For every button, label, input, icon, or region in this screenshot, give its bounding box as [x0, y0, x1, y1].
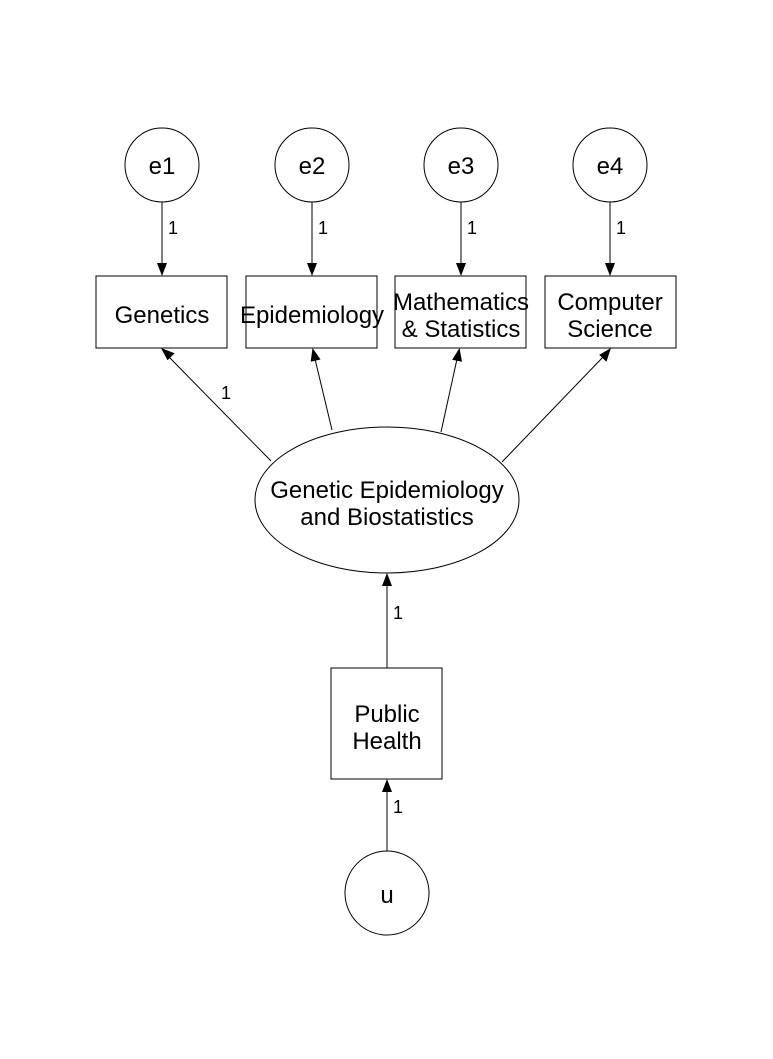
cause-label-line2: Health	[352, 728, 421, 755]
cause-node-public-health: Public Health	[330, 667, 443, 780]
indicator-label-computer-science-line1: Computer	[557, 289, 662, 316]
error-node-u: u	[344, 850, 430, 936]
arrowhead-e2-epidemiology	[307, 263, 317, 276]
error-label-u: u	[380, 882, 393, 909]
indicator-label-math-stats-line2: & Statistics	[402, 316, 521, 343]
error-label-e4: e4	[597, 153, 624, 180]
cause-label-line1: Public	[354, 701, 419, 728]
error-label-e1: e1	[149, 153, 176, 180]
weight-labels: 1 1 1 1 1 1 1	[168, 218, 626, 817]
error-node-e3: e3	[423, 127, 499, 203]
edge-latent-computer-science	[501, 355, 605, 463]
arrowhead-e3-math-stats	[456, 263, 466, 276]
error-nodes: e1 e2 e3 e4 u	[124, 127, 648, 936]
error-label-e3: e3	[448, 153, 475, 180]
error-node-e1: e1	[124, 127, 200, 203]
weight-label-u-public-health: 1	[393, 797, 403, 817]
indicator-label-genetics: Genetics	[115, 302, 210, 329]
error-node-e4: e4	[572, 127, 648, 203]
arrowhead-latent-math-stats	[452, 348, 462, 362]
arrowhead-latent-genetics	[161, 348, 175, 361]
error-node-e2: e2	[274, 127, 350, 203]
latent-label-line1: Genetic Epidemiology	[270, 477, 503, 504]
edge-latent-epidemiology	[314, 358, 333, 431]
indicator-label-math-stats-line1: Mathematics	[393, 289, 529, 316]
indicator-node-epidemiology: Epidemiology	[240, 275, 384, 349]
indicator-node-genetics: Genetics	[95, 275, 228, 349]
weight-label-e3-math-stats: 1	[467, 218, 477, 238]
arrowhead-u-public-health	[382, 779, 392, 792]
weight-label-latent-genetics: 1	[221, 383, 231, 403]
error-label-e2: e2	[299, 153, 326, 180]
weight-label-public-health-latent: 1	[393, 603, 403, 623]
edges	[157, 202, 615, 851]
weight-label-e4-computer-science: 1	[616, 218, 626, 238]
indicator-node-computer-science: Computer Science	[544, 275, 677, 349]
edge-latent-genetics	[167, 355, 272, 462]
indicator-nodes: Genetics Epidemiology Mathematics & Stat…	[95, 275, 677, 349]
weight-label-e1-genetics: 1	[168, 218, 178, 238]
arrowhead-e4-computer-science	[605, 263, 615, 276]
arrowhead-public-health-latent	[382, 573, 392, 586]
arrowhead-latent-epidemiology	[310, 348, 321, 362]
edge-latent-math-stats	[440, 358, 458, 433]
indicator-node-math-stats: Mathematics & Statistics	[393, 275, 529, 349]
indicator-label-computer-science-line2: Science	[567, 316, 652, 343]
arrowhead-e1-genetics	[157, 263, 167, 276]
arrowhead-latent-computer-science	[599, 348, 611, 362]
weight-label-e2-epidemiology: 1	[318, 218, 328, 238]
indicator-label-epidemiology: Epidemiology	[240, 302, 384, 329]
latent-node: Genetic Epidemiology and Biostatistics	[254, 426, 520, 574]
latent-label-line2: and Biostatistics	[300, 504, 473, 531]
